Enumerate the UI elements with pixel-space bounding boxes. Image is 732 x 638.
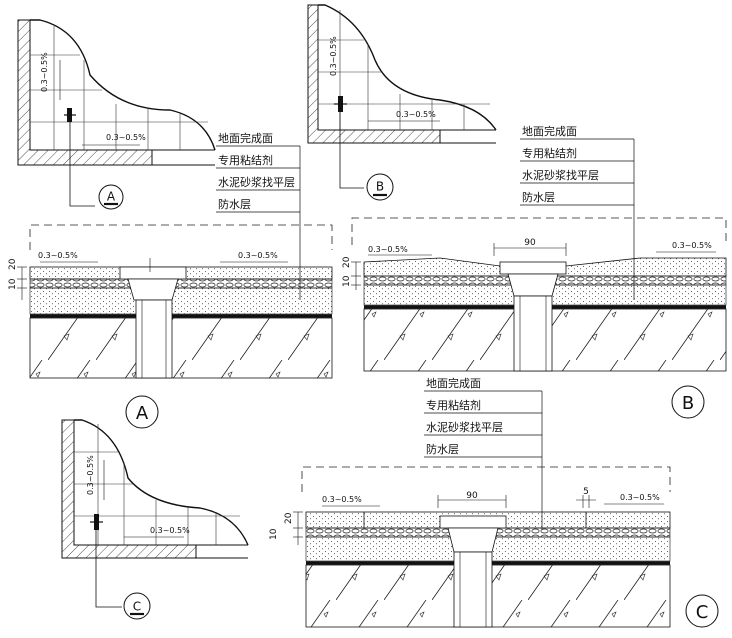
label-mortar-b: 水泥砂浆找平层: [522, 168, 599, 182]
slope-label-a-horizontal: 0.3~0.5%: [106, 133, 146, 142]
dim-20-c: 20: [284, 512, 294, 524]
section-a: 0.3~0.5% 0.3~0.5% 20 10 A: [8, 224, 333, 429]
slope-label-c-horizontal: 0.3~0.5%: [150, 526, 190, 535]
dim-5-c: 5: [583, 487, 589, 497]
slope-label-c-left: 0.3~0.5%: [322, 495, 362, 504]
section-a-title-circle: [125, 395, 159, 429]
slope-label-b-vertical: 0.3~0.5%: [329, 36, 338, 76]
label-finish-surface-a: 地面完成面: [218, 131, 273, 145]
section-c: 0.3~0.5% 0.3~0.5% 90 5 20 10 C: [269, 466, 719, 628]
dim-10-c: 10: [269, 528, 279, 540]
label-finish-surface-b: 地面完成面: [522, 124, 577, 138]
section-a-title-letter: A: [136, 403, 149, 424]
section-b-title-letter: B: [682, 393, 694, 414]
section-b: 0.3~0.5% 0.3~0.5% 90 20 10 B: [342, 217, 727, 419]
slope-label-a-vertical: 0.3~0.5%: [40, 52, 49, 92]
dim-10-b: 10: [342, 275, 352, 287]
section-mark-b-circle: [366, 173, 394, 201]
dim-20-a: 20: [8, 258, 18, 270]
plan-a: 0.3~0.5% 0.3~0.5% A: [17, 19, 216, 210]
section-mark-c-letter: C: [133, 600, 141, 614]
slope-label-a-right: 0.3~0.5%: [238, 251, 278, 260]
dim-90-c: 90: [466, 491, 478, 501]
label-adhesive-c: 专用粘结剂: [426, 398, 481, 412]
layer-labels-c: 地面完成面 专用粘结剂 水泥砂浆找平层 防水层: [424, 376, 543, 530]
dim-20-b: 20: [342, 256, 352, 268]
section-mark-b-letter: B: [376, 180, 384, 194]
label-waterproof-b: 防水层: [522, 190, 555, 204]
section-b-title-circle: [671, 385, 705, 419]
plan-c: 0.3~0.5% 0.3~0.5% C: [61, 419, 249, 620]
slope-label-c-vertical: 0.3~0.5%: [86, 455, 95, 495]
section-mark-a-letter: A: [107, 190, 116, 204]
dim-10-a: 10: [8, 278, 18, 290]
plan-b: 0.3~0.5% 0.3~0.5% B: [307, 4, 497, 201]
section-mark-c-circle: [123, 592, 151, 620]
layer-labels-b: 地面完成面 专用粘结剂 水泥砂浆找平层 防水层: [520, 124, 635, 300]
slope-label-b-right: 0.3~0.5%: [672, 241, 712, 250]
label-waterproof-c: 防水层: [426, 442, 459, 456]
slope-label-a-left: 0.3~0.5%: [38, 251, 78, 260]
label-mortar-a: 水泥砂浆找平层: [218, 175, 295, 189]
label-mortar-c: 水泥砂浆找平层: [426, 420, 503, 434]
section-c-title-letter: C: [696, 602, 709, 623]
slope-label-c-right: 0.3~0.5%: [620, 493, 660, 502]
label-adhesive-b: 专用粘结剂: [522, 146, 577, 160]
dim-90-b: 90: [524, 238, 536, 248]
section-c-title-circle: [685, 594, 719, 628]
label-waterproof-a: 防水层: [218, 197, 251, 211]
slope-label-b-left: 0.3~0.5%: [368, 245, 408, 254]
label-finish-surface-c: 地面完成面: [426, 376, 481, 390]
slope-label-b-horizontal: 0.3~0.5%: [396, 110, 436, 119]
label-adhesive-a: 专用粘结剂: [218, 153, 273, 167]
